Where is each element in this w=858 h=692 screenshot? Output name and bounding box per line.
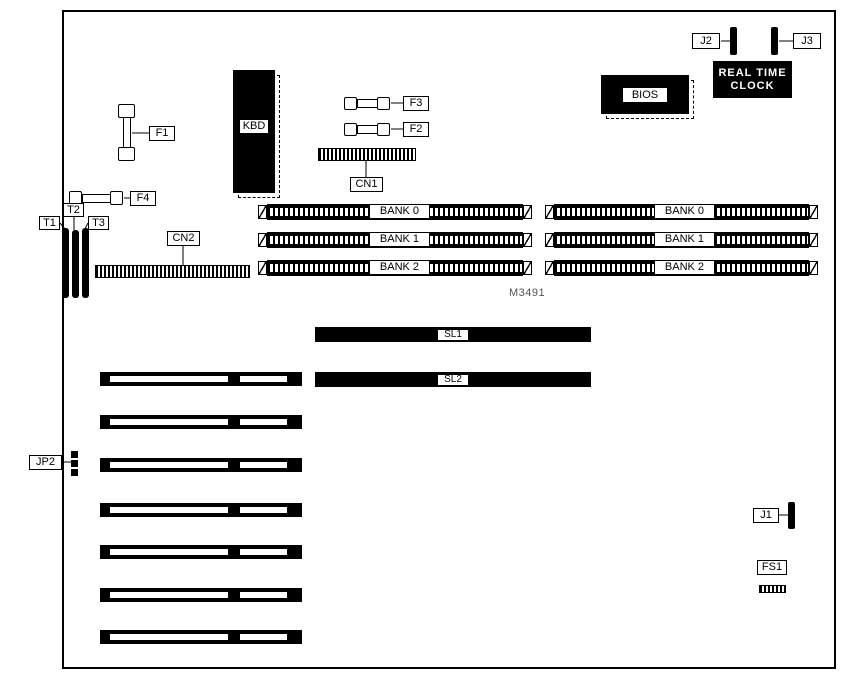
f1-fuse-body <box>123 117 131 148</box>
simm-clip <box>523 205 532 219</box>
bank2-right-label: BANK 2 <box>654 260 715 275</box>
rtc-text-line1: REAL TIME <box>718 66 787 79</box>
t2-label: T2 <box>63 203 84 217</box>
simm-clip <box>809 233 818 247</box>
j3-label: J3 <box>793 33 821 49</box>
slot-segment <box>240 419 287 425</box>
f4-label: F4 <box>130 191 156 206</box>
bank0-right-label: BANK 0 <box>654 204 715 219</box>
expansion-slot <box>100 415 302 429</box>
slot-segment <box>110 462 228 468</box>
cn2-header <box>95 265 250 278</box>
j1-connector <box>788 502 795 529</box>
slot-segment <box>240 549 287 555</box>
bank1-right-label: BANK 1 <box>654 232 715 247</box>
slot-segment <box>110 419 228 425</box>
expansion-slot <box>100 458 302 472</box>
simm-clip <box>809 205 818 219</box>
slot-segment <box>240 634 287 640</box>
f1-fuse-cap-bottom <box>118 147 135 161</box>
slot-segment <box>110 507 228 513</box>
t3-label: T3 <box>88 216 109 230</box>
rtc-text-line2: CLOCK <box>730 79 775 92</box>
f4-fuse-body <box>82 194 111 203</box>
simm-clip <box>258 205 267 219</box>
t2-capacitor <box>72 230 79 298</box>
bank0-left-label: BANK 0 <box>369 204 430 219</box>
jp2-pin <box>71 460 78 467</box>
j2-label: J2 <box>692 33 720 49</box>
f3-fuse-cap-left <box>344 97 357 110</box>
f1-fuse-cap-top <box>118 104 135 118</box>
simm-clip <box>258 261 267 275</box>
jp2-pin <box>71 469 78 476</box>
cn1-header <box>318 148 416 161</box>
simm-clip <box>545 205 554 219</box>
slot-segment <box>110 634 228 640</box>
simm-clip <box>258 233 267 247</box>
bios-label: BIOS <box>622 87 668 103</box>
jp2-pin <box>71 451 78 458</box>
expansion-slot <box>100 630 302 644</box>
f3-label: F3 <box>403 96 429 111</box>
simm-clip <box>545 261 554 275</box>
slot-segment <box>240 592 287 598</box>
slot-segment <box>240 376 287 382</box>
bank2-left-label: BANK 2 <box>369 260 430 275</box>
slot-segment <box>110 592 228 598</box>
f3-fuse-body <box>357 99 378 108</box>
cn2-label: CN2 <box>167 231 200 246</box>
board-outline <box>62 10 836 669</box>
cn1-label: CN1 <box>350 177 383 192</box>
part-number-text: M3491 <box>509 287 546 299</box>
simm-clip <box>523 261 532 275</box>
f3-fuse-cap-right <box>377 97 390 110</box>
jp2-label: JP2 <box>29 455 62 470</box>
bank1-left-label: BANK 1 <box>369 232 430 247</box>
j3-connector <box>771 27 778 55</box>
j2-connector <box>730 27 737 55</box>
f2-fuse-cap-left <box>344 123 357 136</box>
slot-segment <box>240 507 287 513</box>
f2-fuse-body <box>357 125 378 134</box>
real-time-clock-chip: REAL TIME CLOCK <box>713 61 792 98</box>
t1-label: T1 <box>39 216 60 230</box>
j1-label: J1 <box>753 508 779 523</box>
sl2-label: SL2 <box>437 374 469 386</box>
expansion-slot <box>100 588 302 602</box>
slot-segment <box>110 376 228 382</box>
simm-clip <box>809 261 818 275</box>
slot-segment <box>110 549 228 555</box>
sl1-label: SL1 <box>437 329 469 341</box>
fs1-label: FS1 <box>757 560 787 575</box>
f2-label: F2 <box>403 122 429 137</box>
kbd-label: KBD <box>239 119 269 134</box>
expansion-slot <box>100 503 302 517</box>
slot-segment <box>240 462 287 468</box>
simm-clip <box>545 233 554 247</box>
t1-capacitor <box>62 228 69 298</box>
f1-label: F1 <box>149 126 175 141</box>
t3-capacitor <box>82 228 89 298</box>
expansion-slot <box>100 545 302 559</box>
simm-clip <box>523 233 532 247</box>
expansion-slot <box>100 372 302 386</box>
fs1-header <box>759 585 786 593</box>
f4-fuse-cap-right <box>110 191 123 205</box>
f2-fuse-cap-right <box>377 123 390 136</box>
